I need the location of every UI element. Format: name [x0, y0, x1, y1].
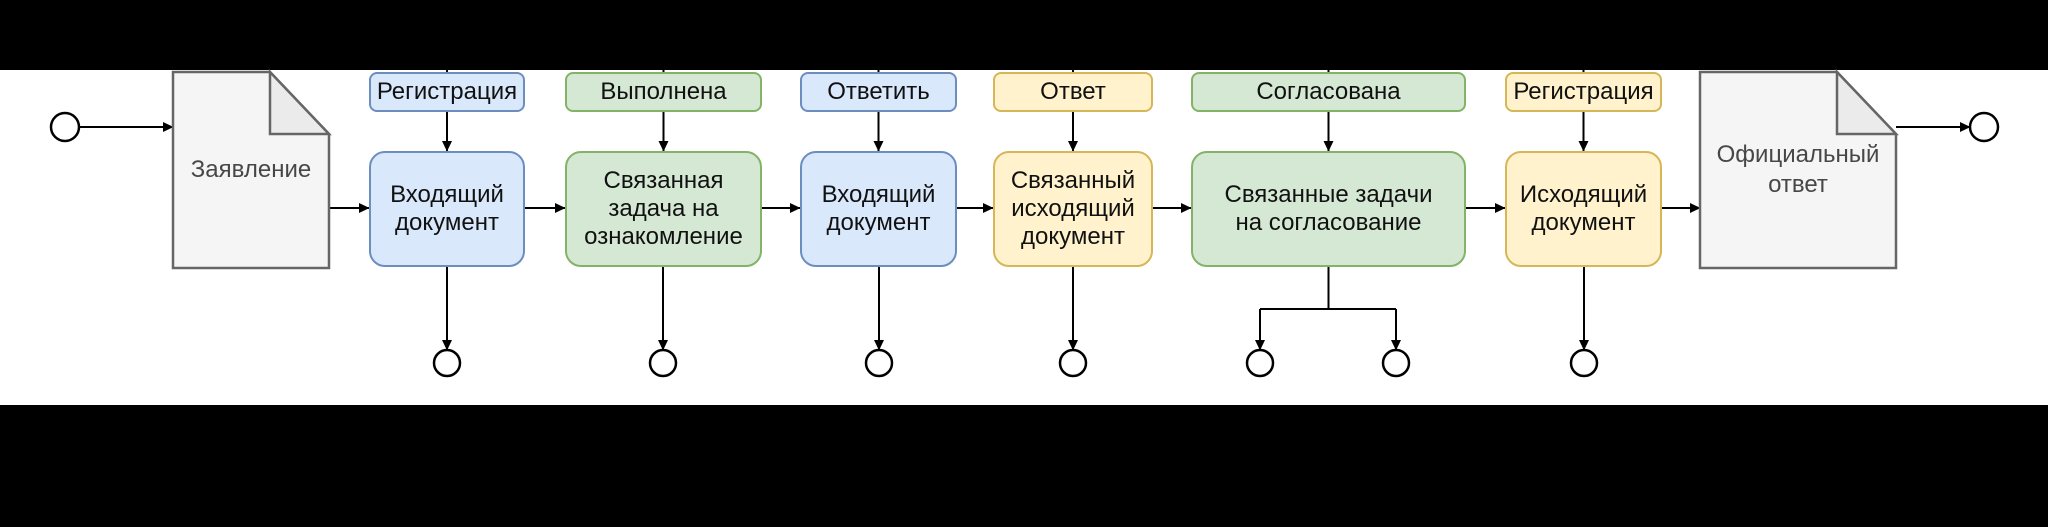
task-text-line: документ — [1021, 223, 1125, 250]
status-text: Согласована — [1256, 78, 1401, 105]
status-text: Выполнена — [600, 78, 727, 105]
task-text-line: Связанные задачи — [1224, 181, 1433, 208]
document-text-line: Официальный — [1716, 141, 1880, 168]
task-box-incoming-document-2: Входящий документ — [800, 151, 957, 267]
bottom-letterbox-bar — [0, 405, 2048, 527]
task-box-outgoing-document: Исходящий документ — [1505, 151, 1662, 267]
document-label-application: Заявление — [173, 72, 329, 268]
status-text: Регистрация — [376, 78, 518, 105]
status-label-reply: Ответить — [800, 72, 957, 112]
task-text-line: на согласование — [1235, 209, 1422, 236]
task-text-line: Входящий — [821, 181, 936, 208]
status-label-registration-1: Регистрация — [369, 72, 525, 112]
document-text-line: ответ — [1768, 171, 1828, 198]
status-label-registration-2: Регистрация — [1505, 72, 1662, 112]
document-text-line: Заявление — [190, 156, 312, 183]
status-label-approved: Согласована — [1191, 72, 1466, 112]
task-text-line: Связанная — [603, 167, 724, 194]
task-box-approval-tasks: Связанные задачи на согласование — [1191, 151, 1466, 267]
status-text: Регистрация — [1513, 78, 1654, 105]
status-label-completed: Выполнена — [565, 72, 762, 112]
task-text-line: Связанный — [1010, 167, 1136, 194]
task-text-line: Входящий — [390, 181, 504, 208]
task-text-line: ознакомление — [584, 223, 743, 250]
status-label-answer: Ответ — [993, 72, 1153, 112]
task-box-incoming-document-1: Входящий документ — [369, 151, 525, 267]
status-text: Ответ — [1040, 78, 1106, 105]
document-label-official-reply: Официальный ответ — [1700, 72, 1896, 268]
task-text-line: документ — [395, 209, 499, 236]
task-text-line: документ — [826, 209, 931, 236]
task-box-review-task: Связанная задача на ознакомление — [565, 151, 762, 267]
task-text-line: задача на — [608, 195, 719, 222]
status-text: Ответить — [827, 78, 930, 105]
top-letterbox-bar — [0, 0, 2048, 70]
task-box-linked-outgoing-document: Связанный исходящий документ — [993, 151, 1153, 267]
task-text-line: исходящий — [1011, 195, 1135, 222]
task-text-line: документ — [1531, 209, 1636, 236]
task-text-line: Исходящий — [1519, 181, 1648, 208]
